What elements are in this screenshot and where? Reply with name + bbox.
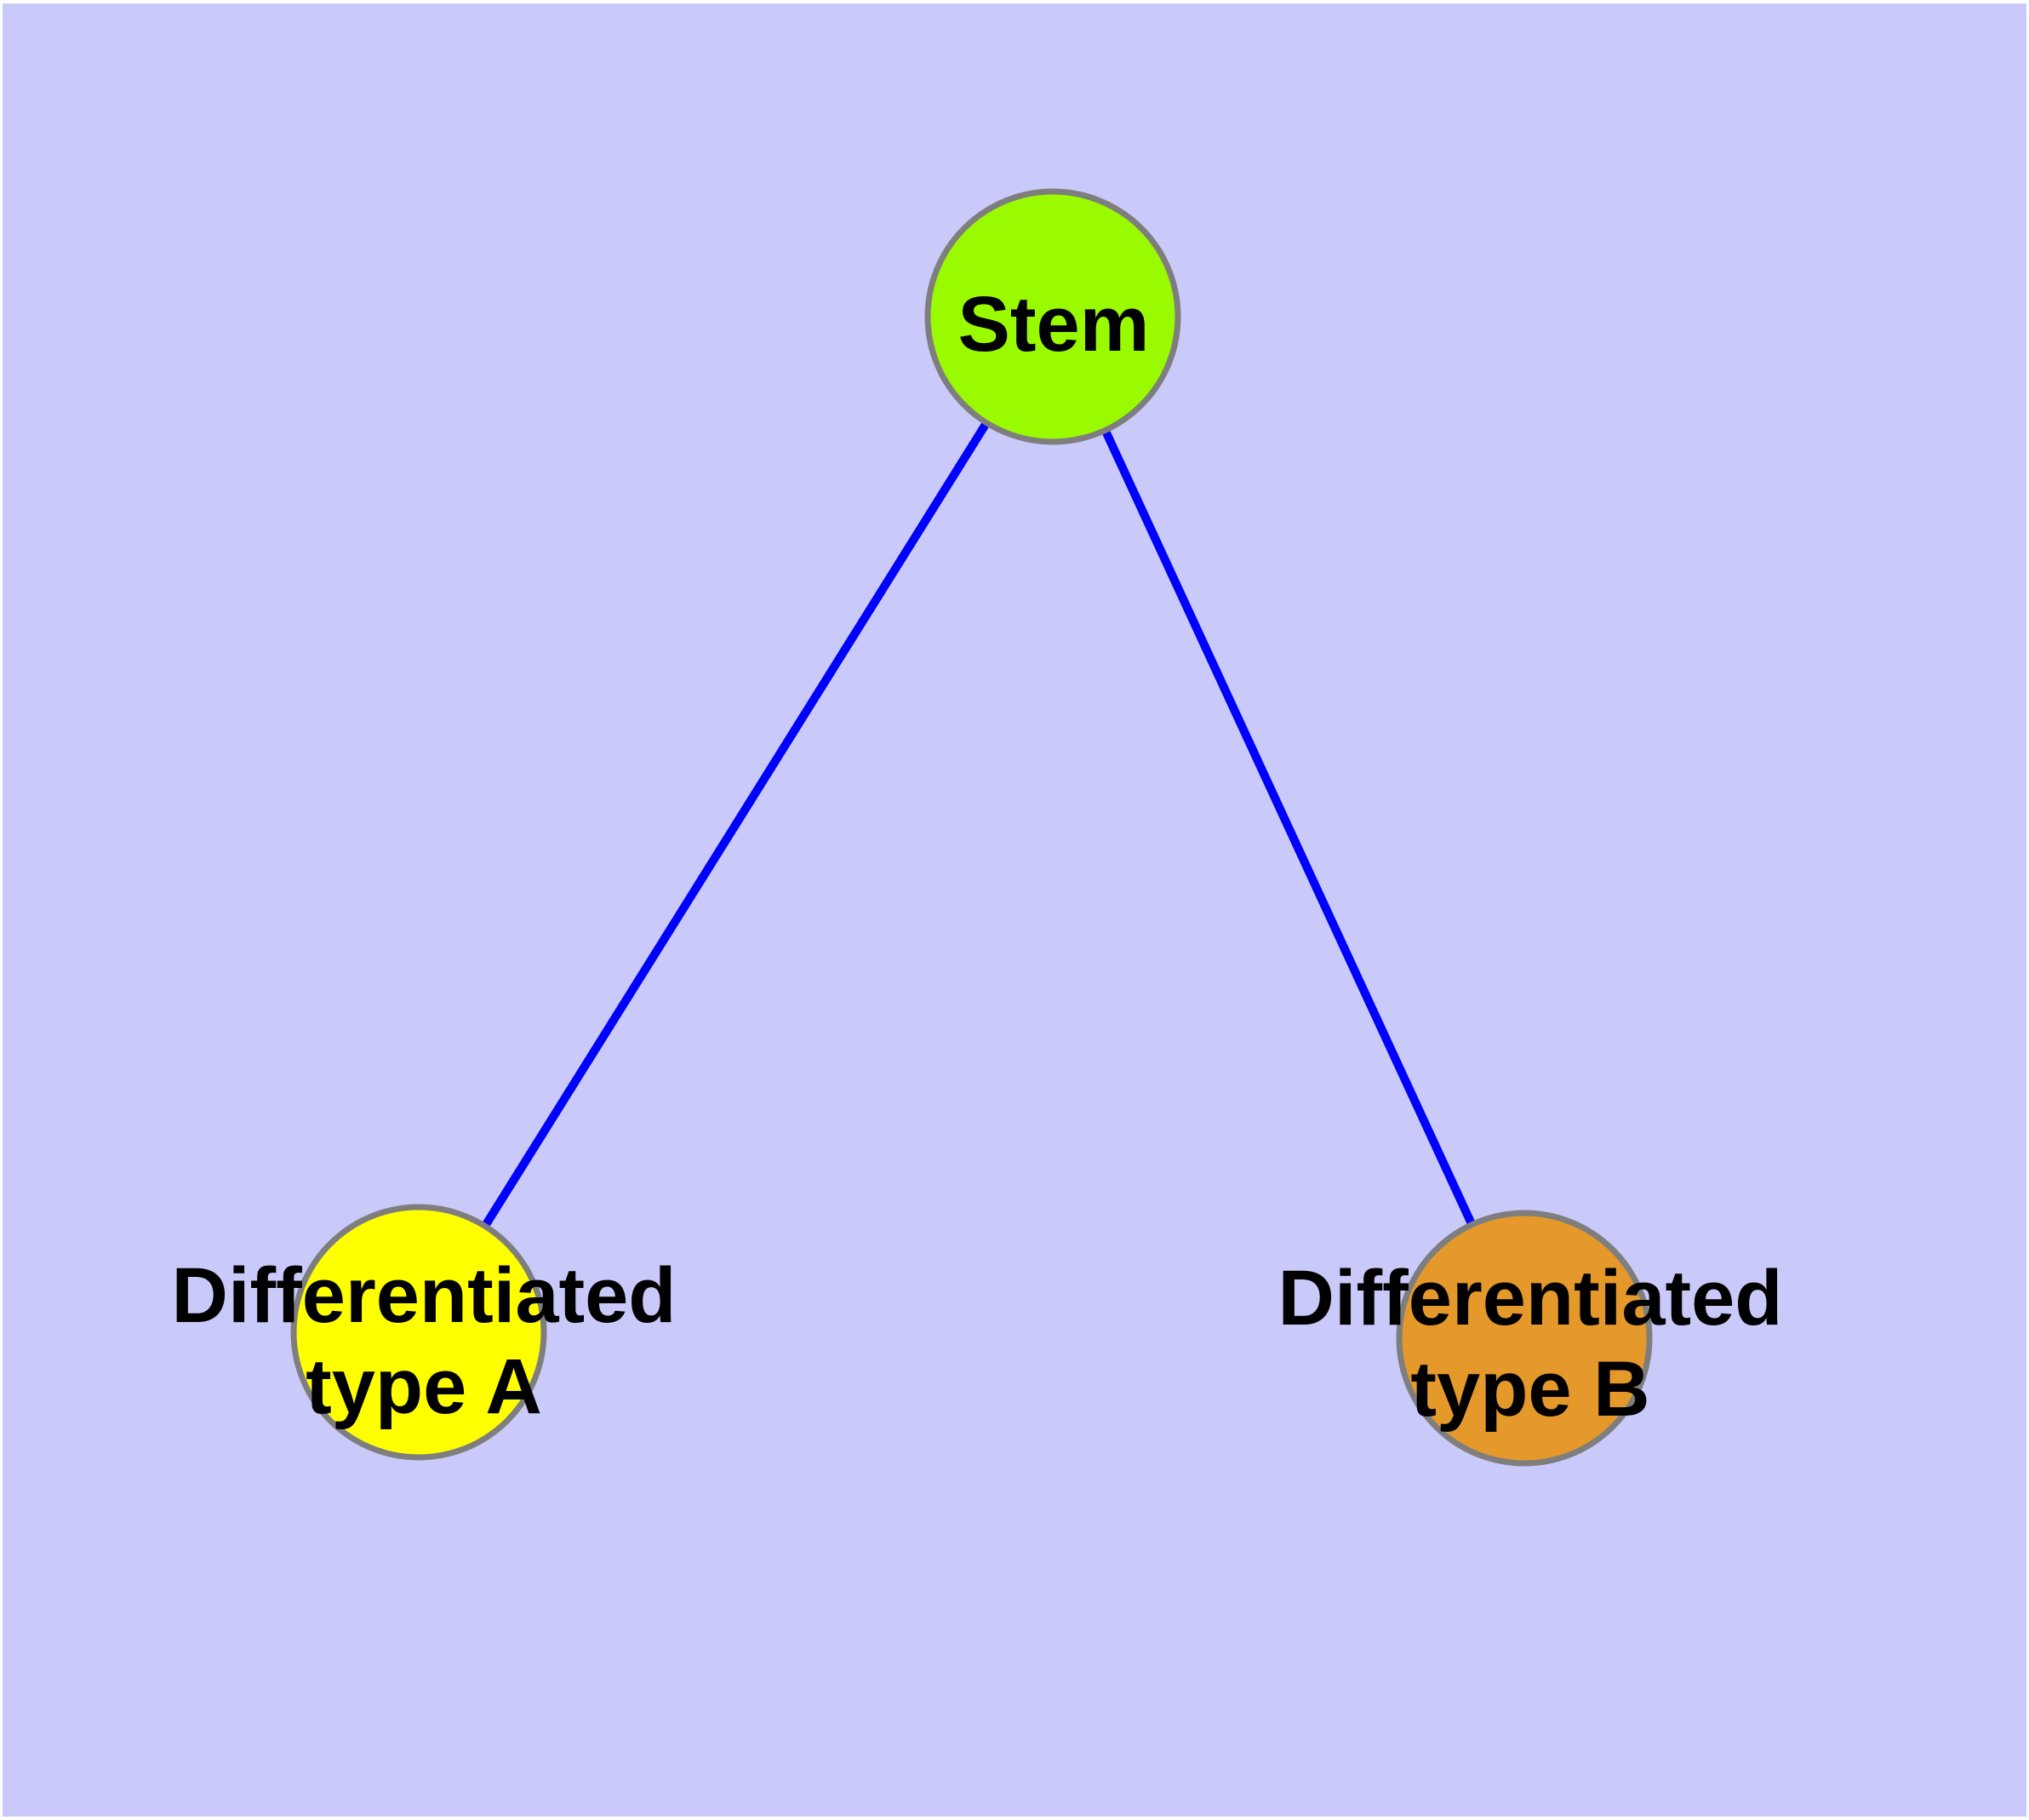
edge-stem-to-differentiated-type-b xyxy=(1049,314,1529,1341)
node-differentiated-type-b-label-line2: type B xyxy=(1410,1346,1649,1433)
node-differentiated-type-a-label-line1: Differentiated xyxy=(172,1252,677,1339)
node-stem-circle xyxy=(924,188,1181,445)
edge-stem-to-differentiated-type-a xyxy=(414,314,1057,1335)
node-differentiated-type-b-label-line1: Differentiated xyxy=(1278,1255,1783,1342)
node-stem-label: Stem xyxy=(958,281,1150,368)
node-differentiated-type-a-circle xyxy=(290,1204,547,1461)
node-differentiated-type-a-label-line2: type A xyxy=(306,1343,542,1430)
node-differentiated-type-b-circle xyxy=(1396,1210,1653,1467)
